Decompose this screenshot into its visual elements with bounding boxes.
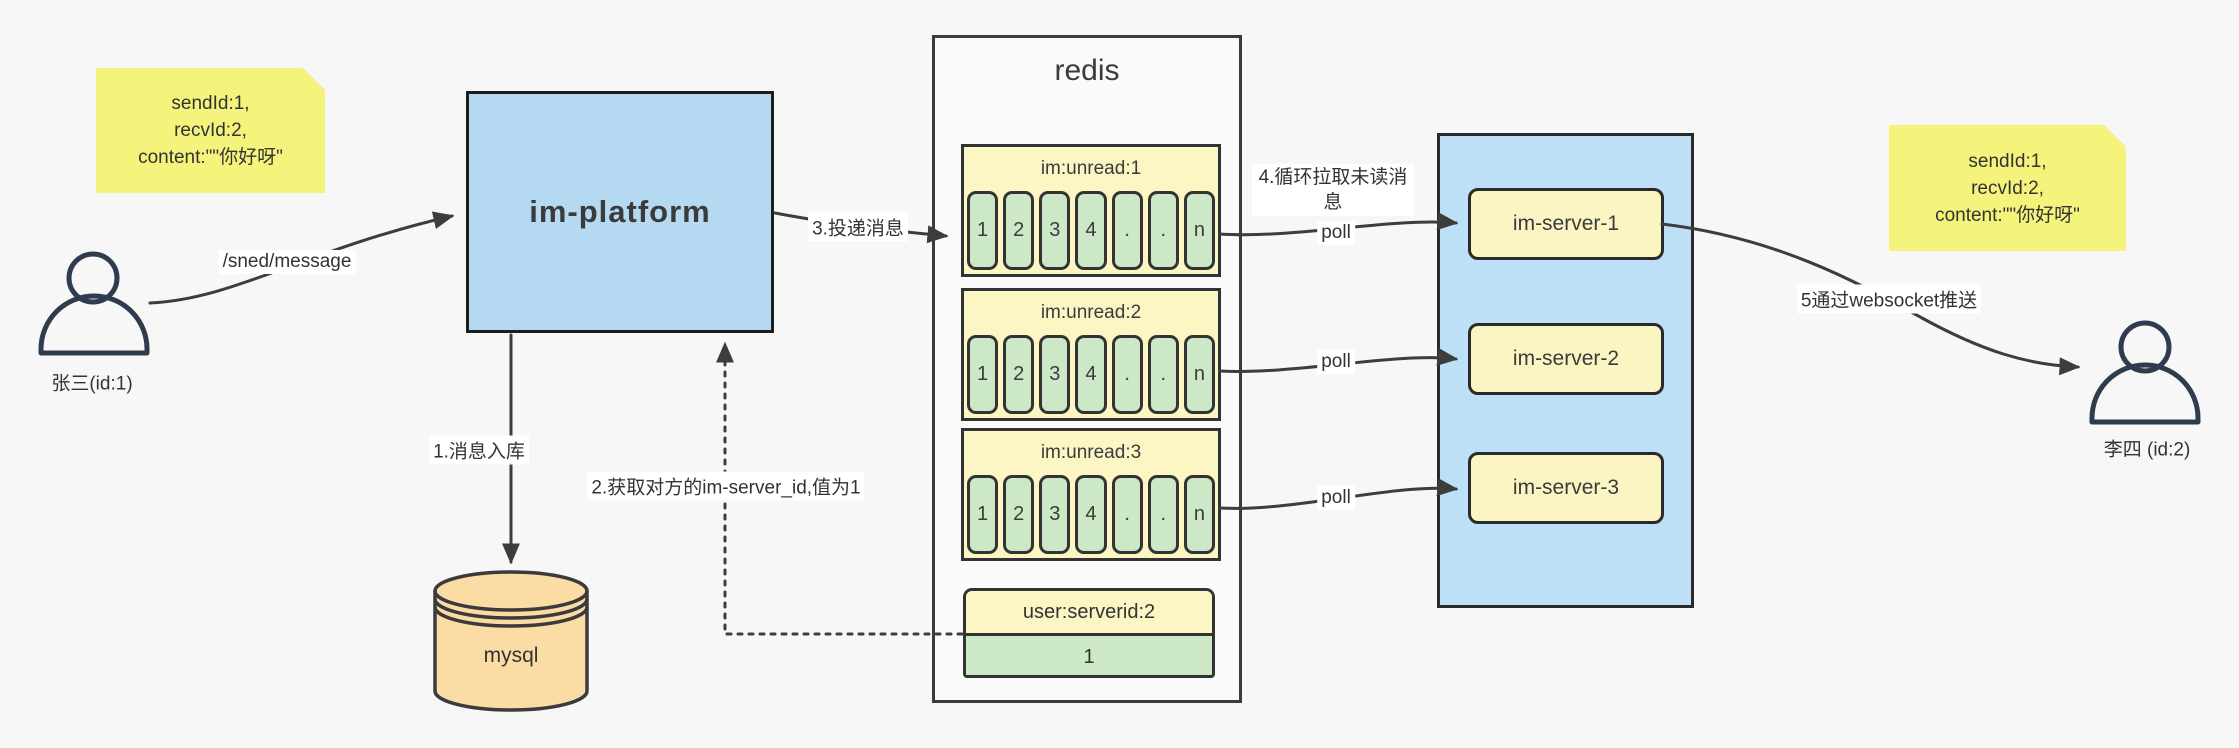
queue-cell: 2 <box>1003 335 1035 414</box>
note-line: content:""你好呀" <box>138 147 283 168</box>
edge-label-poll-1: poll <box>1317 221 1355 245</box>
actor-label-receiver: 李四 (id:2) <box>2103 439 2191 461</box>
redis-queue-im-unread-1: im:unread:1 1 2 3 4 . . n <box>961 144 1221 277</box>
edge-label-store: 1.消息入库 <box>429 435 529 465</box>
redis-title: redis <box>1054 54 1120 87</box>
queue-cell: . <box>1111 335 1143 414</box>
queue-cell: n <box>1183 475 1215 554</box>
cylinder-body <box>433 570 589 712</box>
queue-cell: n <box>1183 335 1215 414</box>
redis-key-user-serverid: user:serverid:2 1 <box>963 588 1215 678</box>
queue-cell: 2 <box>1003 191 1035 270</box>
user-head <box>2118 320 2172 374</box>
user-body <box>38 293 150 356</box>
queue-key-label: im:unread:3 <box>1040 442 1142 463</box>
queue-cell-row: 1 2 3 4 . . n <box>964 335 1218 414</box>
queue-cell: . <box>1147 475 1179 554</box>
redis-queue-im-unread-3: im:unread:3 1 2 3 4 . . n <box>961 428 1221 561</box>
queue-cell: 3 <box>1039 191 1071 270</box>
edge-label-push: 5通过websocket推送 <box>1796 284 1982 314</box>
queue-cell: 3 <box>1039 475 1071 554</box>
im-platform-node: im-platform <box>466 91 774 333</box>
sender-user-icon <box>38 251 150 356</box>
redis-queue-im-unread-2: im:unread:2 1 2 3 4 . . n <box>961 288 1221 421</box>
edge-label-send: /sned/message <box>218 250 356 274</box>
im-platform-label: im-platform <box>529 194 711 229</box>
queue-cell: 3 <box>1039 335 1071 414</box>
kv-value: 1 <box>1083 645 1095 668</box>
actor-label-sender: 张三(id:1) <box>51 373 133 395</box>
edge-label-deliver: 3.投递消息 <box>808 212 908 242</box>
cylinder-ring <box>433 606 589 628</box>
sticky-note-receiver: sendId:1, recvId:2, content:""你好呀" <box>1889 125 2126 251</box>
queue-cell: 1 <box>967 191 999 270</box>
im-server-2-node: im-server-2 <box>1468 323 1664 395</box>
queue-cell: 4 <box>1075 191 1107 270</box>
queue-cell: 1 <box>967 335 999 414</box>
im-server-1-node: im-server-1 <box>1468 188 1664 260</box>
user-head <box>66 251 120 305</box>
queue-cell-row: 1 2 3 4 . . n <box>964 191 1218 270</box>
queue-cell: 4 <box>1075 335 1107 414</box>
mysql-label: mysql <box>483 644 539 667</box>
redis-container: redis im:unread:1 1 2 3 4 . . n im:unrea… <box>932 35 1242 703</box>
queue-cell-row: 1 2 3 4 . . n <box>964 475 1218 554</box>
queue-cell: . <box>1111 475 1143 554</box>
queue-cell: . <box>1111 191 1143 270</box>
note-line: recvId:2, <box>1971 177 2044 199</box>
note-line: sendId:1, <box>1968 150 2047 172</box>
queue-cell: . <box>1147 191 1179 270</box>
note-line: content:""你好呀" <box>1935 204 2080 226</box>
queue-cell: 4 <box>1075 475 1107 554</box>
user-body <box>2089 362 2201 425</box>
im-server-1-label: im-server-1 <box>1512 212 1620 235</box>
queue-key-label: im:unread:2 <box>1040 302 1142 323</box>
sticky-note-sender: sendId:1, recvId:2, content:""你好呀" <box>96 68 325 193</box>
cylinder-ring <box>433 598 589 620</box>
note-line: sendId:1, <box>171 93 250 114</box>
im-server-3-label: im-server-3 <box>1512 476 1620 499</box>
queue-cell: 1 <box>967 475 999 554</box>
im-server-2-label: im-server-2 <box>1512 347 1620 370</box>
note-line: recvId:2, <box>174 120 247 141</box>
edge-label-pull: 4.循环拉取未读消息 <box>1252 164 1414 216</box>
queue-cell: 2 <box>1003 475 1035 554</box>
edge-label-fetch: 2.获取对方的im-server_id,值为1 <box>587 471 865 501</box>
edge-label-poll-2: poll <box>1317 350 1355 374</box>
cylinder-ring <box>433 590 589 612</box>
receiver-user-icon <box>2089 320 2201 425</box>
queue-key-label: im:unread:1 <box>1040 158 1142 179</box>
mysql-database-icon <box>433 570 589 712</box>
im-server-3-node: im-server-3 <box>1468 452 1664 524</box>
kv-key-label: user:serverid:2 <box>966 591 1212 636</box>
queue-cell: n <box>1183 191 1215 270</box>
im-server-cluster: im-server-1 im-server-2 im-server-3 <box>1437 133 1694 608</box>
edge-label-poll-3: poll <box>1317 486 1355 510</box>
queue-cell: . <box>1147 335 1179 414</box>
